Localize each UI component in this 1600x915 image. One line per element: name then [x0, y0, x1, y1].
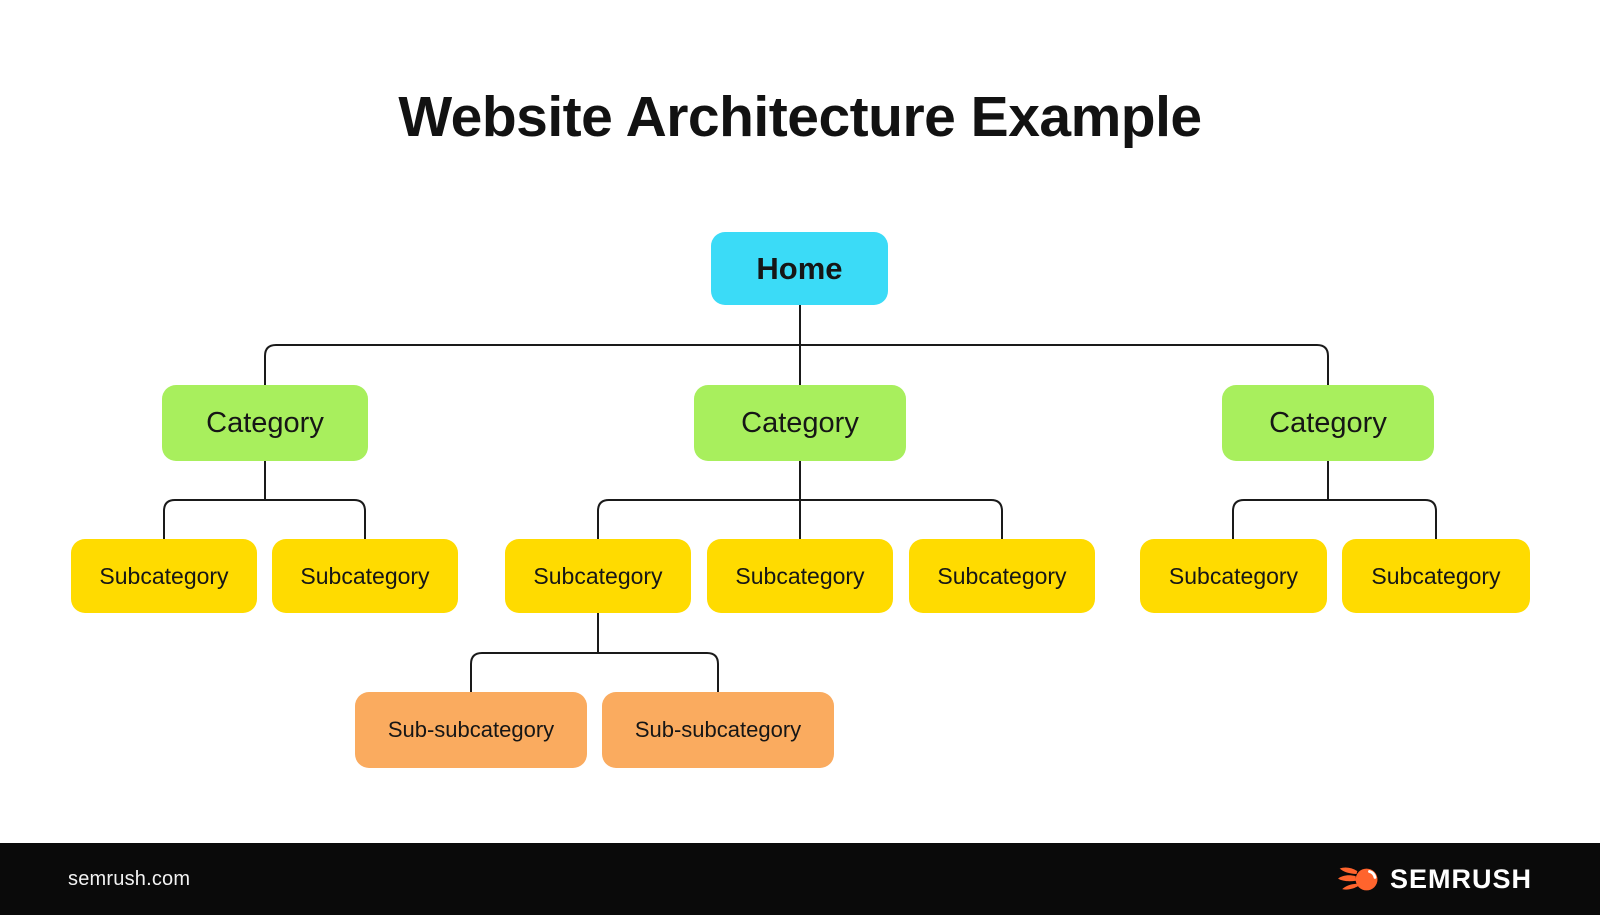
- node-home: Home: [711, 232, 888, 305]
- node-sub-subcategory-1: Sub-subcategory: [355, 692, 587, 768]
- node-subcategory-7: Subcategory: [1342, 539, 1530, 613]
- node-subcategory-label: Subcategory: [1168, 562, 1299, 589]
- node-subcategory-2: Subcategory: [272, 539, 458, 613]
- node-subcategory-5: Subcategory: [909, 539, 1095, 613]
- node-category-2: Category: [694, 385, 906, 461]
- node-subcategory-1: Subcategory: [71, 539, 257, 613]
- node-subcategory-label: Subcategory: [99, 562, 229, 589]
- node-category-label: Category: [741, 406, 859, 439]
- node-subcategory-4: Subcategory: [707, 539, 893, 613]
- node-subcategory-3: Subcategory: [505, 539, 691, 613]
- page-title: Website Architecture Example: [398, 85, 1202, 149]
- node-sub-subcategory-label: Sub-subcategory: [634, 717, 802, 742]
- node-subcategory-label: Subcategory: [735, 562, 865, 589]
- node-subcategory-label: Subcategory: [937, 562, 1067, 589]
- node-subcategory-label: Subcategory: [533, 562, 663, 589]
- semrush-logo: SEMRUSH: [1337, 863, 1532, 895]
- node-category-label: Category: [206, 406, 324, 439]
- node-category-1: Category: [162, 385, 368, 461]
- footer-bar: semrush.com SEMRUSH: [0, 843, 1600, 915]
- node-sub-subcategory-label: Sub-subcategory: [387, 717, 555, 742]
- node-sub-subcategory-2: Sub-subcategory: [602, 692, 834, 768]
- node-subcategory-label: Subcategory: [1371, 562, 1501, 589]
- brand-wordmark: SEMRUSH: [1389, 863, 1532, 894]
- node-subcategory-label: Subcategory: [300, 562, 430, 589]
- footer-website-url: semrush.com: [68, 867, 191, 890]
- node-subcategory-6: Subcategory: [1140, 539, 1327, 613]
- node-category-label: Category: [1269, 406, 1387, 439]
- node-category-3: Category: [1222, 385, 1434, 461]
- semrush-flame-icon: [1337, 866, 1378, 890]
- node-home-label: Home: [756, 250, 843, 286]
